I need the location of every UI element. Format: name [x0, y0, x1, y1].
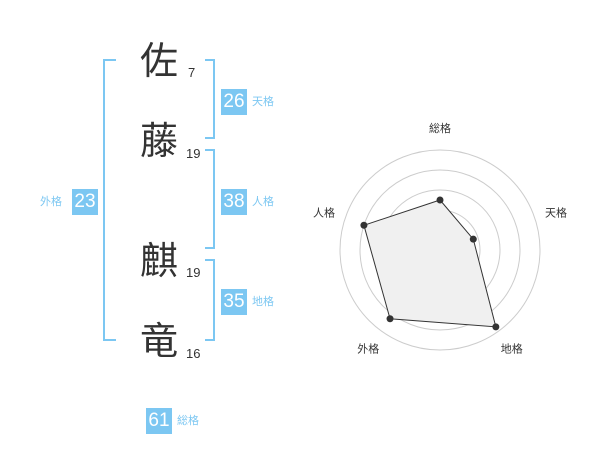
radar-point-5	[360, 221, 368, 229]
radar-data-polygon	[363, 199, 497, 328]
name-char-1: 佐	[140, 39, 179, 83]
soukaku-label: 総格	[177, 414, 199, 427]
soukaku-value-badge: 61	[146, 408, 172, 434]
jinkaku-bracket	[205, 149, 215, 249]
tenkaku-label: 天格	[252, 95, 274, 108]
radar-point-4	[386, 315, 394, 323]
gaikaku-value-badge: 23	[72, 189, 98, 215]
radar-axis-label-4: 外格	[357, 342, 379, 356]
chikaku-label: 地格	[252, 295, 274, 308]
chikaku-bracket	[205, 259, 215, 341]
radar-point-3	[492, 323, 500, 331]
jinkaku-label: 人格	[252, 195, 274, 208]
radar-axis-label-1: 総格	[429, 121, 451, 135]
gaikaku-bracket	[103, 59, 116, 341]
name-char-1-strokes: 7	[188, 65, 196, 80]
tenkaku-value-badge: 26	[221, 89, 247, 115]
name-char-2-strokes: 19	[186, 146, 201, 161]
chikaku-value-badge: 35	[221, 289, 247, 315]
radar-points	[360, 196, 500, 331]
radar-point-1	[436, 196, 444, 204]
radar-point-2	[469, 235, 477, 243]
radar-axis-label-3: 地格	[501, 342, 523, 356]
name-char-3-strokes: 19	[186, 265, 201, 280]
radar-axis-label-2: 天格	[545, 205, 567, 219]
name-char-4-strokes: 16	[186, 346, 201, 361]
name-char-3: 麒	[140, 239, 179, 283]
jinkaku-value-badge: 38	[221, 189, 247, 215]
name-char-2: 藤	[140, 119, 179, 163]
radar-grid-ring	[359, 169, 521, 331]
radar-axis-label-5: 人格	[313, 205, 335, 219]
gaikaku-label: 外格	[40, 195, 62, 208]
name-char-4: 竜	[140, 319, 179, 363]
radar-grid-ring	[339, 149, 541, 351]
tenkaku-bracket	[205, 59, 215, 139]
